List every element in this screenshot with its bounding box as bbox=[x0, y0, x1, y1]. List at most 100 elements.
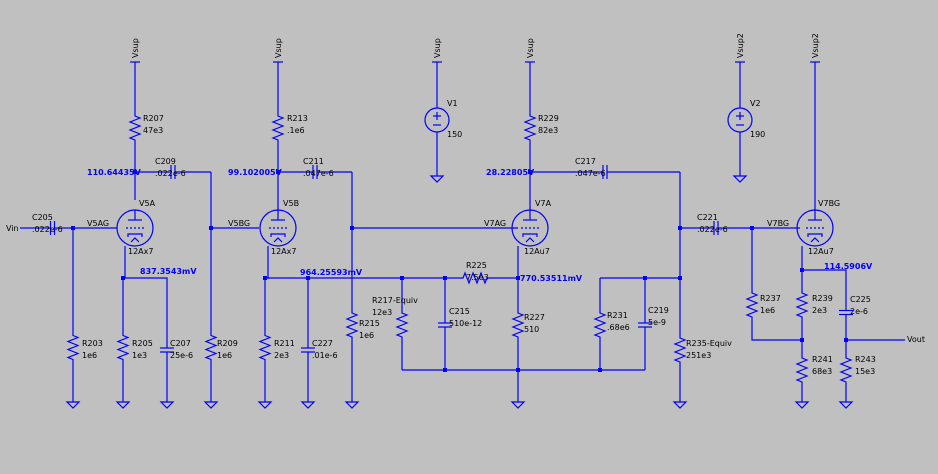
source-circle bbox=[424, 107, 450, 133]
R227-value: 510 bbox=[524, 325, 539, 334]
tube-cathode bbox=[807, 233, 823, 237]
C215 bbox=[438, 305, 452, 345]
tube-heater bbox=[810, 237, 820, 243]
C207-value: 25e-6 bbox=[170, 351, 193, 360]
tube-ref: V5B bbox=[283, 199, 299, 208]
R209-value: 1e6 bbox=[217, 351, 232, 360]
tube-cathode bbox=[127, 233, 143, 237]
C211-ref: C211 bbox=[303, 157, 324, 166]
C207-ref: C207 bbox=[170, 339, 191, 348]
C227-ref: C227 bbox=[312, 339, 333, 348]
R225-ref: R225 bbox=[466, 261, 487, 270]
R231-value: .68e6 bbox=[607, 323, 630, 332]
R207-value: 47e3 bbox=[143, 126, 163, 135]
R215-value: 1e6 bbox=[359, 331, 374, 340]
net-label-vout: Vout bbox=[907, 335, 925, 344]
R213-value: .1e6 bbox=[287, 126, 305, 135]
junction-dot bbox=[443, 368, 447, 372]
V2-value: 190 bbox=[750, 130, 765, 139]
R203-value: 1e6 bbox=[82, 351, 97, 360]
labels: VsupR20747e3C209.022e-6C205.022e-6R2031e… bbox=[6, 33, 925, 376]
voltage-label: 964.25593mV bbox=[300, 268, 363, 277]
R231 bbox=[593, 300, 607, 350]
R235 bbox=[673, 325, 687, 375]
supply-label: Vsup bbox=[526, 38, 535, 58]
tube-type: 12Au7 bbox=[524, 247, 550, 256]
wire bbox=[265, 246, 269, 279]
R243-value: 15e3 bbox=[855, 367, 875, 376]
supply-label: Vsup bbox=[433, 38, 442, 58]
ground-triangle bbox=[732, 175, 748, 183]
R227 bbox=[511, 300, 525, 350]
tube-type: 12Ax7 bbox=[271, 247, 296, 256]
R239-ref: R239 bbox=[812, 294, 833, 303]
R213-ref: R213 bbox=[287, 114, 308, 123]
parts bbox=[35, 61, 854, 409]
junction-dot bbox=[800, 338, 804, 342]
R211-ref: R211 bbox=[274, 339, 295, 348]
R217 bbox=[395, 300, 409, 350]
C219-value: 5e-9 bbox=[648, 318, 666, 327]
R209-ref: R209 bbox=[217, 339, 238, 348]
R229-value: 82e3 bbox=[538, 126, 558, 135]
R203-ref: R203 bbox=[82, 339, 103, 348]
wire bbox=[751, 320, 802, 341]
R237 bbox=[745, 290, 759, 320]
tube-V5A bbox=[116, 209, 154, 247]
wires bbox=[20, 62, 905, 398]
R205-ref: R205 bbox=[132, 339, 153, 348]
ground-symbol bbox=[344, 398, 360, 409]
R217-value: 12e3 bbox=[372, 308, 392, 317]
voltage-label: 770.53511mV bbox=[520, 274, 583, 283]
wire bbox=[123, 246, 126, 279]
ground-triangle bbox=[115, 401, 131, 409]
voltage-label: 837.3543mV bbox=[140, 267, 197, 276]
R237-value: 1e6 bbox=[760, 306, 775, 315]
V1-ref: V1 bbox=[447, 99, 458, 108]
R215 bbox=[345, 300, 359, 350]
ground-triangle bbox=[65, 401, 81, 409]
ground-symbol bbox=[672, 398, 688, 409]
R209 bbox=[204, 325, 218, 370]
R225 bbox=[460, 271, 490, 285]
ground-triangle bbox=[838, 401, 854, 409]
ground-symbol bbox=[65, 398, 81, 409]
R205-value: 1e3 bbox=[132, 351, 147, 360]
R207-ref: R207 bbox=[143, 114, 164, 123]
tube-cathode bbox=[270, 233, 286, 237]
source-V2 bbox=[727, 107, 753, 133]
tube-heater bbox=[525, 237, 535, 243]
tube-ref: V7BG bbox=[818, 199, 840, 208]
C207 bbox=[160, 330, 174, 370]
tube-V5B bbox=[259, 209, 297, 247]
R241-ref: R241 bbox=[812, 355, 833, 364]
net-label-v7bg: V7BG bbox=[767, 219, 789, 228]
R241 bbox=[795, 355, 809, 385]
C215-value: 510e-12 bbox=[449, 319, 482, 328]
C227-value: .01e-6 bbox=[312, 351, 338, 360]
ground-symbol bbox=[203, 398, 219, 409]
C217-value: .047e-6 bbox=[575, 169, 606, 178]
tube-type: 12Ax7 bbox=[128, 247, 153, 256]
C215-ref: C215 bbox=[449, 307, 470, 316]
net-label-v5ag: V5AG bbox=[87, 219, 109, 228]
C227 bbox=[301, 330, 315, 370]
C221-value: .022e-6 bbox=[697, 225, 728, 234]
tube-ref: V5A bbox=[139, 199, 156, 208]
R241-value: 68e3 bbox=[812, 367, 832, 376]
ground-triangle bbox=[300, 401, 316, 409]
C221-ref: C221 bbox=[697, 213, 718, 222]
R215-ref: R215 bbox=[359, 319, 380, 328]
R243-ref: R243 bbox=[855, 355, 876, 364]
ground-symbol bbox=[300, 398, 316, 409]
tube-heater bbox=[130, 237, 140, 243]
R235-value: 251e3 bbox=[686, 351, 711, 360]
C209 bbox=[135, 165, 211, 179]
supply-label: Vsup2 bbox=[811, 33, 820, 58]
ground-triangle bbox=[344, 401, 360, 409]
ground-triangle bbox=[159, 401, 175, 409]
ground-triangle bbox=[429, 175, 445, 183]
R229 bbox=[523, 108, 537, 148]
V2-ref: V2 bbox=[750, 99, 761, 108]
